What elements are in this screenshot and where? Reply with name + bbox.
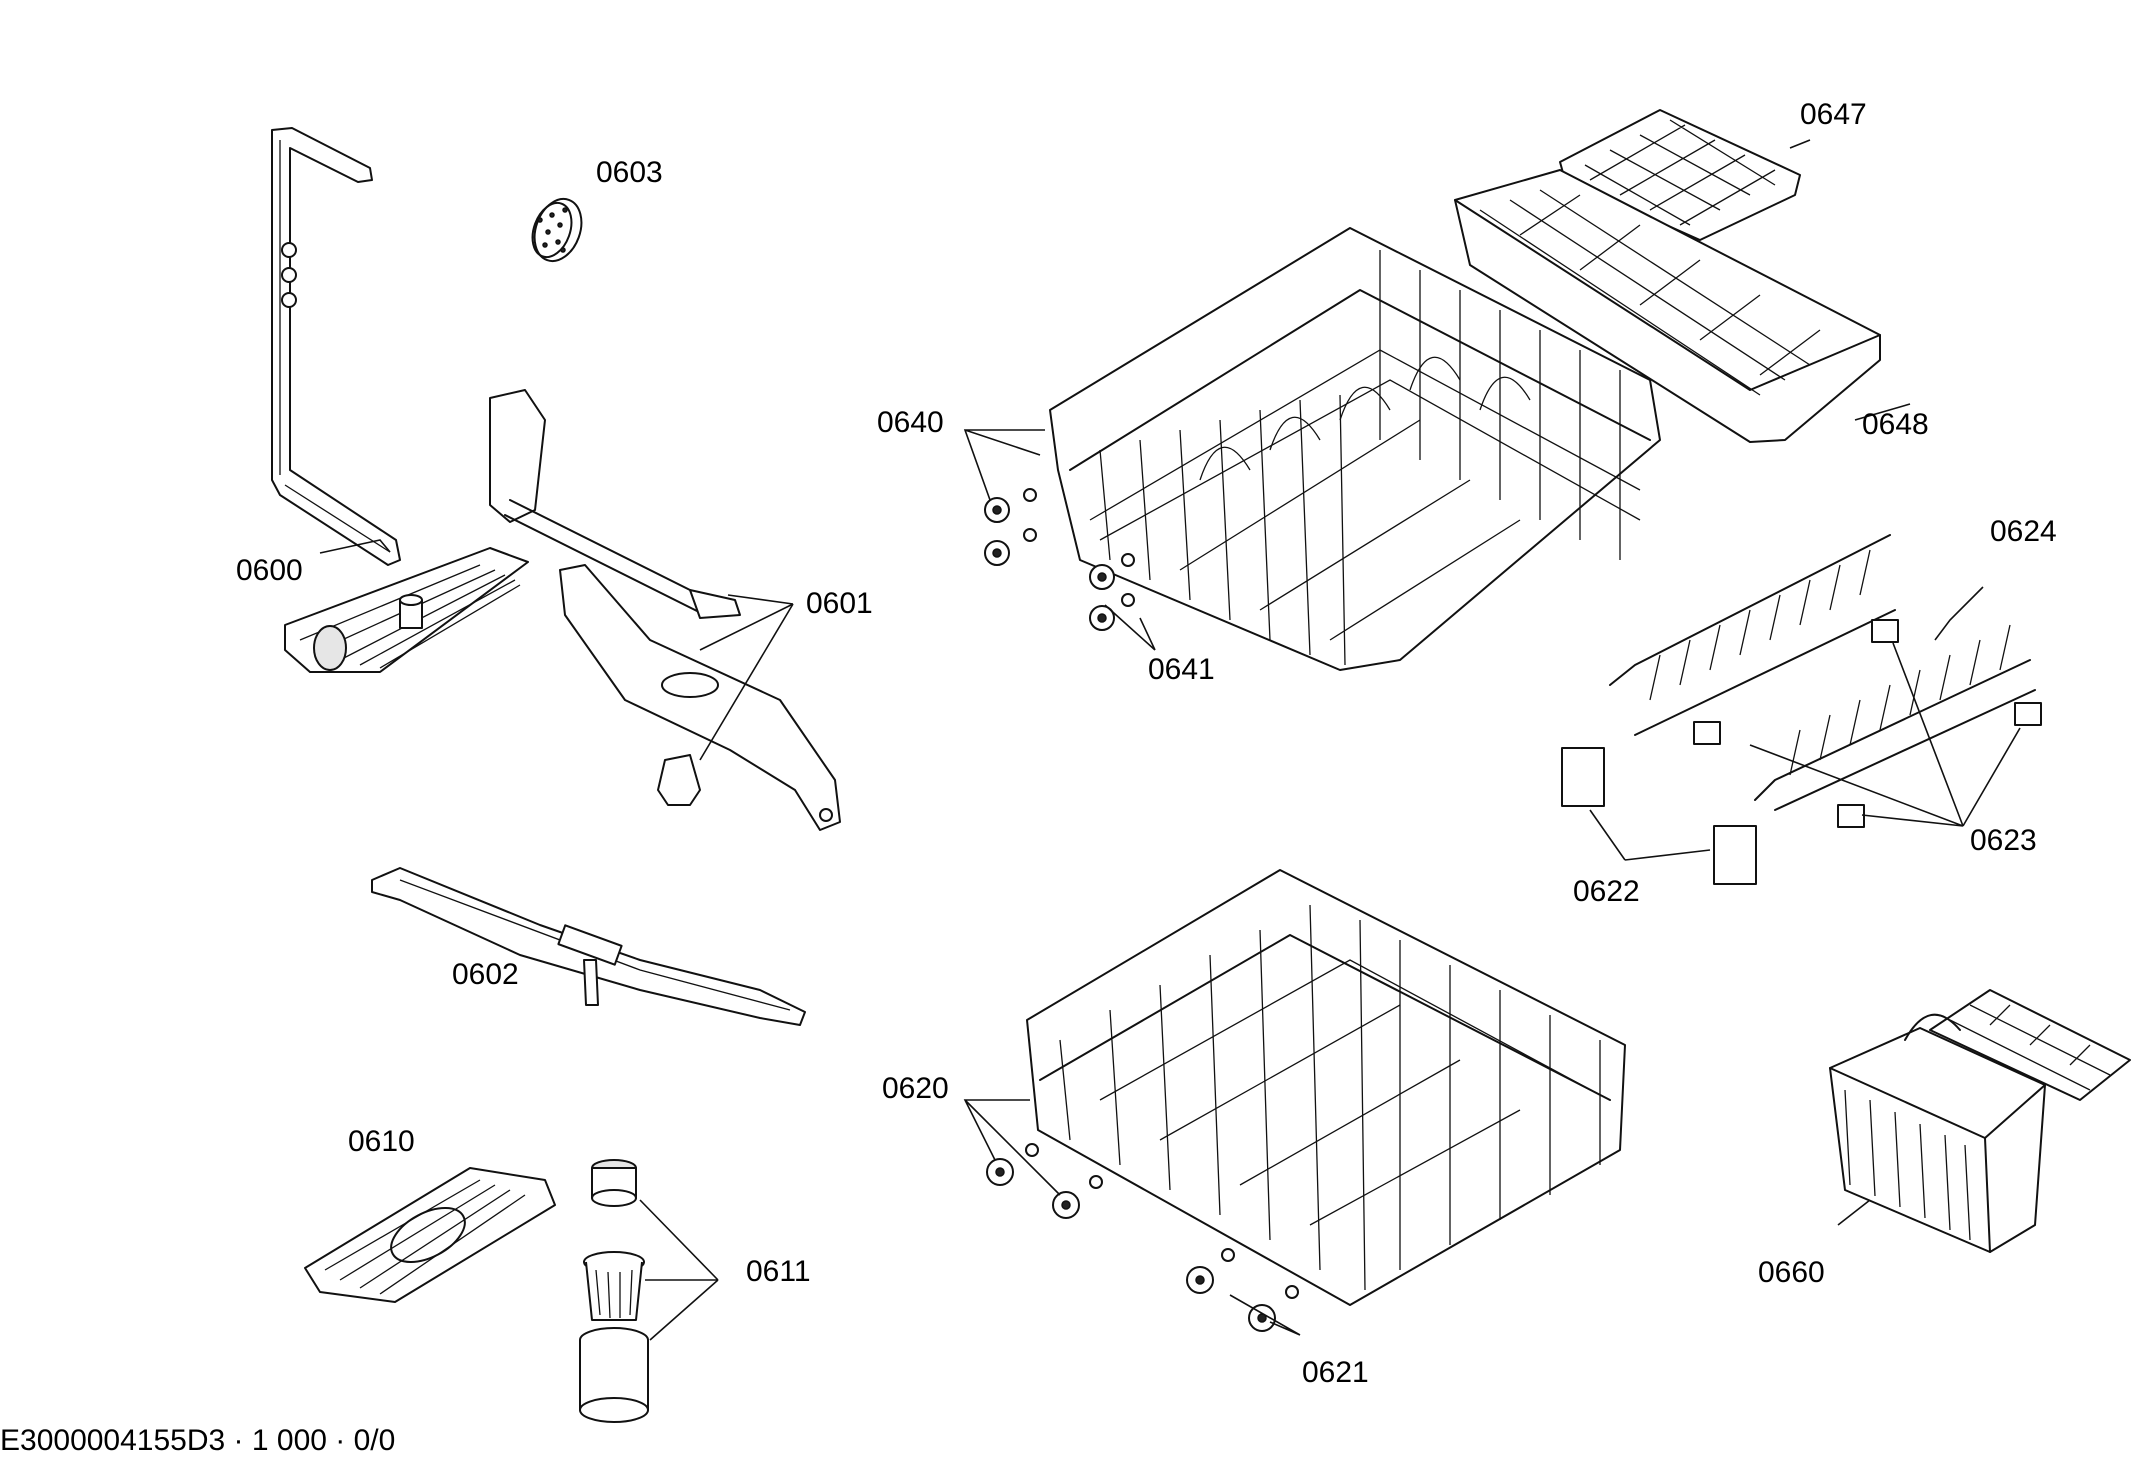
supply-pipe-drawing	[271, 127, 401, 566]
part-label-0648: 0648	[1862, 408, 1929, 441]
part-label-0610: 0610	[348, 1125, 415, 1158]
lower-basket-drawing	[1026, 869, 1626, 1306]
leader-lines	[319, 139, 2021, 1341]
upper-basket-wheels-drawing	[984, 488, 1135, 631]
part-label-0660: 0660	[1758, 1256, 1825, 1289]
part-label-0621: 0621	[1302, 1356, 1369, 1389]
part-label-0622: 0622	[1573, 875, 1640, 908]
spray-nozzle-drawing	[531, 198, 583, 262]
part-label-0602: 0602	[452, 958, 519, 991]
lower-spray-arm-drawing	[371, 867, 806, 1026]
upper-spray-arm-drawing	[489, 389, 841, 831]
part-label-0623: 0623	[1970, 824, 2037, 857]
tine-clips-drawing	[1561, 619, 2042, 885]
part-label-0641: 0641	[1148, 653, 1215, 686]
diagram-code: E3000004155D3 · 1 000 · 0/0	[0, 1424, 396, 1457]
flat-filter-drawing	[304, 1167, 556, 1303]
part-label-0647: 0647	[1800, 98, 1867, 131]
part-label-0600: 0600	[236, 554, 303, 587]
part-label-0601: 0601	[806, 587, 873, 620]
filter-housing-drawing	[284, 547, 529, 673]
cutlery-basket-drawing	[1829, 989, 2131, 1253]
micro-filter-drawing	[579, 1159, 649, 1423]
tine-rows-drawing	[1609, 534, 2036, 811]
part-label-0640: 0640	[877, 406, 944, 439]
cutlery-tray-drawing	[1454, 169, 1881, 443]
part-label-0611: 0611	[746, 1255, 811, 1288]
part-label-0624: 0624	[1990, 515, 2057, 548]
part-label-0603: 0603	[596, 156, 663, 189]
upper-basket-drawing	[1049, 227, 1661, 671]
part-label-0620: 0620	[882, 1072, 949, 1105]
lower-basket-wheels-drawing	[986, 1143, 1299, 1332]
